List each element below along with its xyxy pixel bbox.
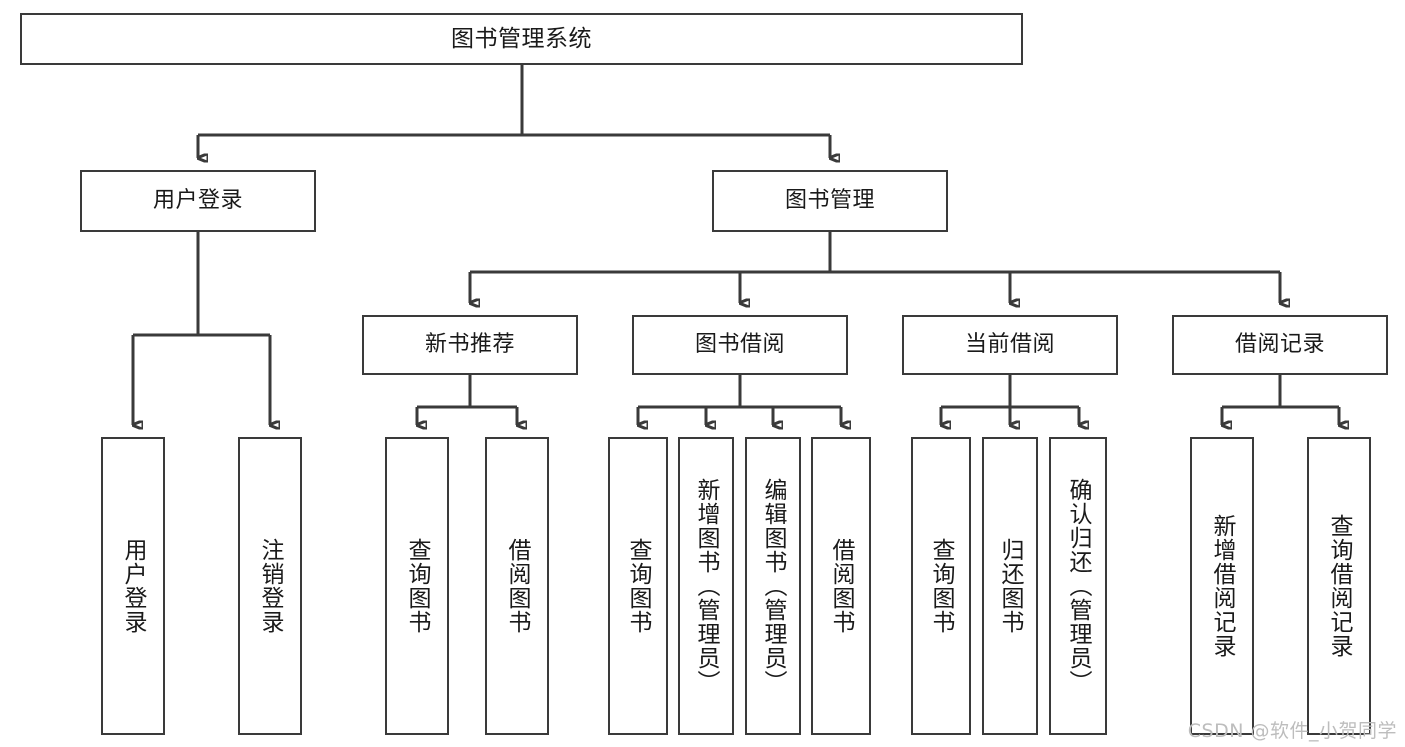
leaf-add-borrow-record[interactable]: 新增借阅记录 <box>1190 437 1254 735</box>
node-root-book-management-system[interactable]: 图书管理系统 <box>20 13 1023 65</box>
leaf-query-book-borrow[interactable]: 查询图书 <box>608 437 668 735</box>
leaf-query-borrow-record[interactable]: 查询借阅记录 <box>1307 437 1371 735</box>
node-label: 归还图书 <box>997 538 1024 634</box>
leaf-edit-book-admin[interactable]: 编辑图书（管理员） <box>745 437 801 735</box>
node-current-borrow[interactable]: 当前借阅 <box>902 315 1118 375</box>
leaf-return-book[interactable]: 归还图书 <box>982 437 1038 735</box>
leaf-add-book-admin[interactable]: 新增图书（管理员） <box>678 437 734 735</box>
node-user-login[interactable]: 用户登录 <box>80 170 316 232</box>
node-label: 新增借阅记录 <box>1209 514 1236 658</box>
node-label: 查询图书 <box>404 538 431 634</box>
node-label: 图书管理系统 <box>451 25 592 52</box>
node-label: 查询图书 <box>928 538 955 634</box>
node-book-borrow[interactable]: 图书借阅 <box>632 315 848 375</box>
node-label: 借阅图书 <box>504 538 531 634</box>
leaf-borrow-book[interactable]: 借阅图书 <box>811 437 871 735</box>
node-borrow-record[interactable]: 借阅记录 <box>1172 315 1388 375</box>
node-label: 当前借阅 <box>964 332 1055 358</box>
leaf-confirm-return-admin[interactable]: 确认归还（管理员） <box>1049 437 1107 735</box>
leaf-logout[interactable]: 注销登录 <box>238 437 302 735</box>
watermark: CSDN @软件_小贺同学 <box>1187 720 1397 742</box>
node-label: 用户登录 <box>152 188 243 214</box>
leaf-query-book-current[interactable]: 查询图书 <box>911 437 971 735</box>
node-label: 图书管理 <box>784 188 875 214</box>
node-label: 新增图书（管理员） <box>693 478 720 694</box>
node-book-management[interactable]: 图书管理 <box>712 170 948 232</box>
node-label: 查询图书 <box>625 538 652 634</box>
node-label: 借阅记录 <box>1234 332 1325 358</box>
leaf-query-book-recommend[interactable]: 查询图书 <box>385 437 449 735</box>
leaf-user-login[interactable]: 用户登录 <box>101 437 165 735</box>
node-label: 用户登录 <box>120 538 147 634</box>
node-label: 确认归还（管理员） <box>1065 478 1092 694</box>
node-label: 编辑图书（管理员） <box>760 478 787 694</box>
node-new-book-recommend[interactable]: 新书推荐 <box>362 315 578 375</box>
leaf-borrow-book-recommend[interactable]: 借阅图书 <box>485 437 549 735</box>
node-label: 借阅图书 <box>828 538 855 634</box>
node-label: 注销登录 <box>257 538 284 634</box>
node-label: 新书推荐 <box>424 332 515 358</box>
node-label: 图书借阅 <box>694 332 785 358</box>
node-label: 查询借阅记录 <box>1326 514 1353 658</box>
